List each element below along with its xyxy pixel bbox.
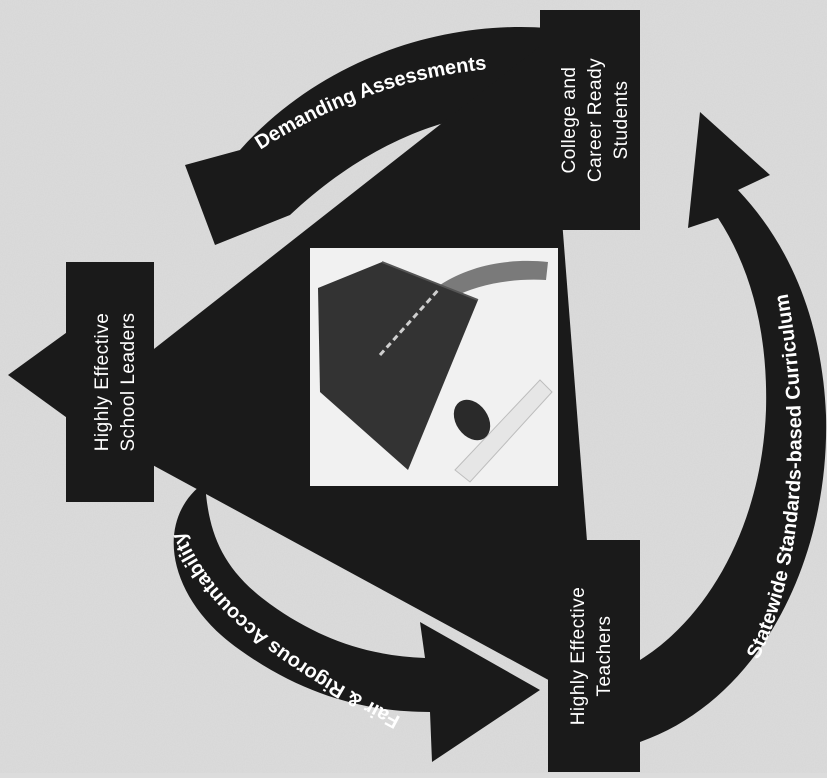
graduation-cap-icon <box>318 262 478 470</box>
teachers-line-2: Teachers <box>594 615 615 696</box>
college-ready-line-1: College and <box>559 67 580 174</box>
school-leaders-line-1: Highly Effective <box>92 313 113 452</box>
photo-graduation-cap <box>310 248 558 486</box>
arrow-accountability <box>173 482 540 762</box>
college-ready-line-3: Students <box>611 81 632 160</box>
box-school-leaders <box>66 262 154 502</box>
label-teachers: Highly Effective Teachers <box>568 587 615 726</box>
box-teachers <box>548 540 640 772</box>
arrow-head-leaders <box>8 330 70 420</box>
label-college-ready: College and Career Ready Students <box>559 58 632 182</box>
arrow-assessments <box>185 27 548 245</box>
arrow-curriculum <box>640 112 827 742</box>
box-college-ready <box>540 10 640 230</box>
college-ready-line-2: Career Ready <box>585 58 606 182</box>
teachers-line-1: Highly Effective <box>568 587 589 726</box>
label-school-leaders: Highly Effective School Leaders <box>92 312 139 451</box>
school-leaders-line-2: School Leaders <box>118 312 139 451</box>
